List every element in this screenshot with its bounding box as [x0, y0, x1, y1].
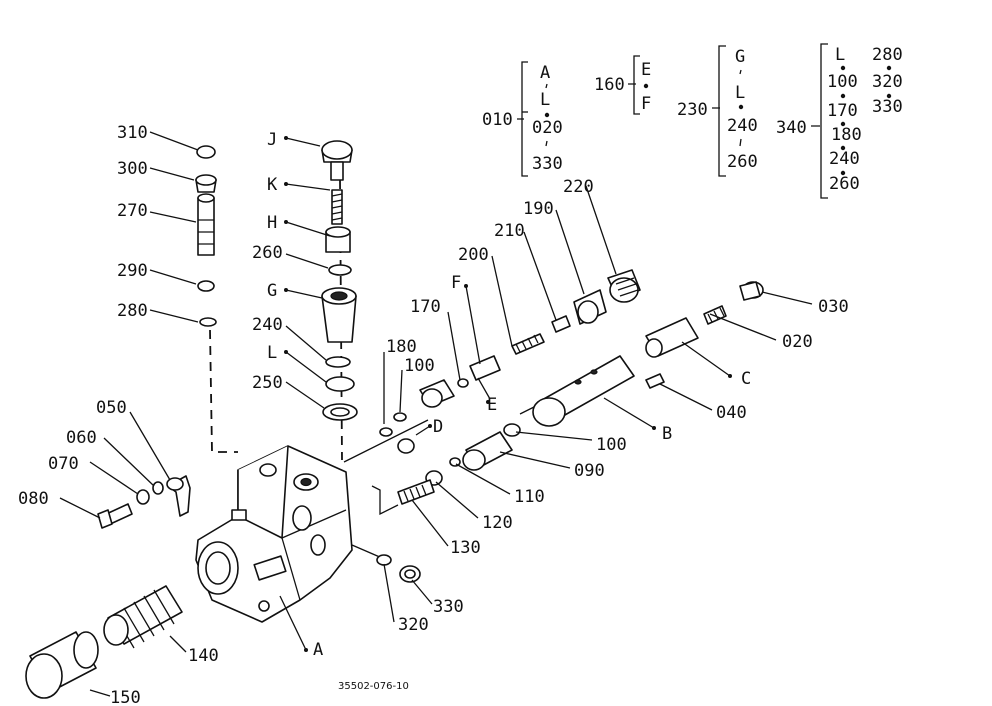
- label-F: F: [451, 273, 461, 293]
- label-020: 020: [782, 332, 813, 352]
- label-180: 180: [386, 337, 417, 357]
- label-120: 120: [482, 513, 513, 533]
- label-300: 300: [117, 159, 148, 179]
- label-E: E: [487, 395, 497, 415]
- label-310: 310: [117, 123, 148, 143]
- group-item-230-3: 260: [727, 152, 758, 172]
- leader-lines: [59, 131, 813, 697]
- group-legend-340: 340 L 100 170 180 240 260 280 320 330: [776, 43, 903, 199]
- label-C: C: [741, 369, 751, 389]
- label-B: B: [662, 424, 672, 444]
- center-stack-parts: [321, 140, 358, 421]
- label-210: 210: [494, 221, 525, 241]
- group-item-010-3: 330: [532, 154, 563, 174]
- group-code-010: 010: [482, 110, 513, 130]
- label-260: 260: [252, 243, 283, 263]
- group-code-160: 160: [594, 75, 625, 95]
- bottom-parts: [25, 554, 421, 699]
- group-item-340-5: 260: [829, 174, 860, 194]
- group-item-340-2: 170: [827, 101, 858, 121]
- label-110: 110: [514, 487, 545, 507]
- label-150: 150: [110, 688, 141, 706]
- label-250: 250: [252, 373, 283, 393]
- label-090: 090: [574, 461, 605, 481]
- valve-body: [195, 445, 353, 623]
- part-labels: 310 300 270 290 280 J K H 260 G 240 L 25…: [18, 123, 849, 706]
- label-270: 270: [117, 201, 148, 221]
- label-050: 050: [96, 398, 127, 418]
- label-L: L: [267, 343, 277, 363]
- label-D: D: [433, 417, 443, 437]
- left-stack-parts: [195, 145, 217, 327]
- group-item-010-1: L: [540, 90, 550, 110]
- group-item-160-1: F: [641, 94, 651, 114]
- group-code-340: 340: [776, 118, 807, 138]
- label-040: 040: [716, 403, 747, 423]
- label-330: 330: [433, 597, 464, 617]
- group-legend-160: 160 E F: [594, 55, 651, 115]
- label-200: 200: [458, 245, 489, 265]
- group-item-160-0: E: [641, 60, 651, 80]
- label-290: 290: [117, 261, 148, 281]
- label-K: K: [267, 175, 278, 195]
- label-070: 070: [48, 454, 79, 474]
- label-H: H: [267, 213, 277, 233]
- label-J: J: [267, 130, 277, 150]
- group-code-230: 230: [677, 100, 708, 120]
- group-item-010-0: A: [540, 63, 550, 83]
- label-220: 220: [563, 177, 594, 197]
- label-G: G: [267, 281, 277, 301]
- group-item-010-2: 020: [532, 118, 563, 138]
- label-320: 320: [398, 615, 429, 635]
- group-item-340-0: L: [835, 45, 845, 65]
- label-190: 190: [523, 199, 554, 219]
- label-100-lower: 100: [596, 435, 627, 455]
- group-item-340-1: 100: [827, 72, 858, 92]
- group-extra-340-2: 330: [872, 97, 903, 117]
- label-100-upper: 100: [404, 356, 435, 376]
- label-A: A: [313, 640, 323, 660]
- figure-code: 35502-076-10: [338, 681, 409, 692]
- label-030: 030: [818, 297, 849, 317]
- left-small-parts: [97, 475, 191, 529]
- group-legend-230: 230 G L 240 260: [677, 45, 758, 177]
- label-080: 080: [18, 489, 49, 509]
- right-axis-parts: [379, 269, 764, 505]
- group-extra-340-1: 320: [872, 72, 903, 92]
- label-130: 130: [450, 538, 481, 558]
- group-item-230-0: G: [735, 47, 745, 67]
- label-280: 280: [117, 301, 148, 321]
- label-060: 060: [66, 428, 97, 448]
- group-item-230-1: L: [735, 83, 745, 103]
- group-item-340-4: 240: [829, 149, 860, 169]
- label-240: 240: [252, 315, 283, 335]
- group-item-340-3: 180: [831, 125, 862, 145]
- group-legend-010: 010 A L 020 330: [482, 61, 563, 177]
- label-140: 140: [188, 646, 219, 666]
- label-170: 170: [410, 297, 441, 317]
- group-item-230-2: 240: [727, 116, 758, 136]
- group-extra-340-0: 280: [872, 45, 903, 65]
